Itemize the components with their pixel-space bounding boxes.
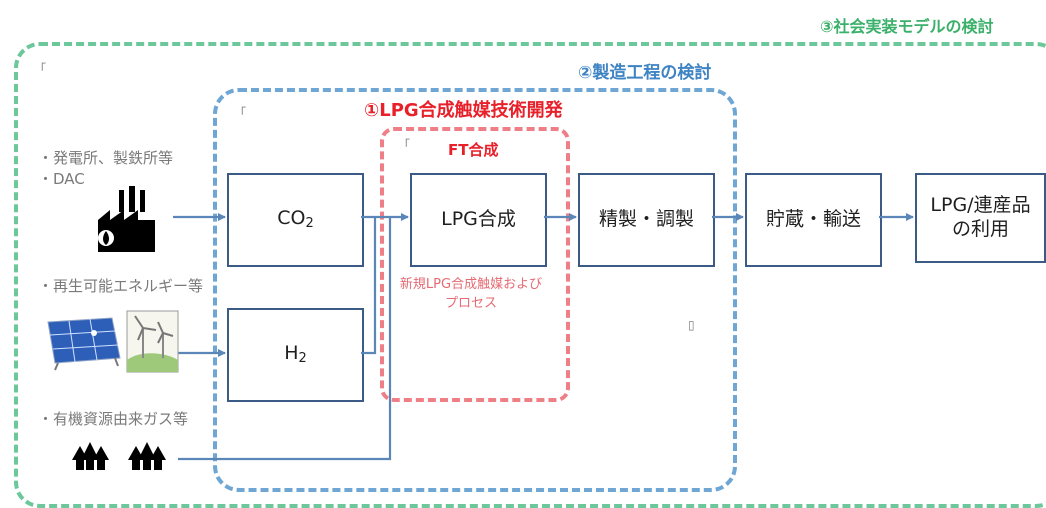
source-plant-line1: ・発電所、製鉄所等 xyxy=(38,149,174,167)
process-title: ②製造工程の検討 xyxy=(578,63,712,83)
solar-panel-icon xyxy=(47,317,121,371)
refining-box: 精製・調製 xyxy=(578,173,715,267)
lpg-use-box: LPG/連産品 の利用 xyxy=(915,173,1046,263)
storage-box: 貯蔵・輸送 xyxy=(745,173,882,267)
h2-box: H2 xyxy=(227,308,364,402)
corner-mark: 「 xyxy=(398,138,411,152)
factory-icon xyxy=(98,186,155,252)
storage-label: 貯蔵・輸送 xyxy=(765,208,861,231)
catalyst-title: ①LPG合成触媒技術開発 xyxy=(364,100,563,121)
co2-box: CO2 xyxy=(227,173,364,267)
corner-mark: 「 xyxy=(34,62,47,76)
placeholder-mark: ▯ xyxy=(688,318,695,332)
process-frame xyxy=(213,88,737,492)
refining-label: 精製・調製 xyxy=(598,208,694,231)
co2-label: CO2 xyxy=(277,207,314,232)
lpg-synthesis-box: LPG合成 xyxy=(410,173,547,267)
wind-turbine-icon xyxy=(126,310,179,373)
h2-label: H2 xyxy=(284,342,307,367)
social-model-title: ③社会実装モデルの検討 xyxy=(820,17,994,36)
line-h2-merge xyxy=(361,217,377,355)
catalyst-frame xyxy=(380,127,570,402)
corner-mark: 「 xyxy=(234,106,247,120)
source-organic-label: ・有機資源由来ガス等 xyxy=(38,410,189,428)
catalyst-note: 新規LPG合成触媒および プロセス xyxy=(399,277,543,311)
ft-synthesis-title: FT合成 xyxy=(448,141,499,159)
lpg-use-label: LPG/連産品 の利用 xyxy=(930,194,1031,240)
source-plant-line2: ・DAC xyxy=(38,170,85,188)
source-plant-label: ・発電所、製鉄所等 ・DAC xyxy=(38,148,173,190)
source-renewable-label: ・再生可能エネルギー等 xyxy=(38,277,204,295)
tree-icon xyxy=(72,442,166,470)
line-organic-merge xyxy=(178,217,392,461)
lpg-synthesis-label: LPG合成 xyxy=(441,208,516,231)
